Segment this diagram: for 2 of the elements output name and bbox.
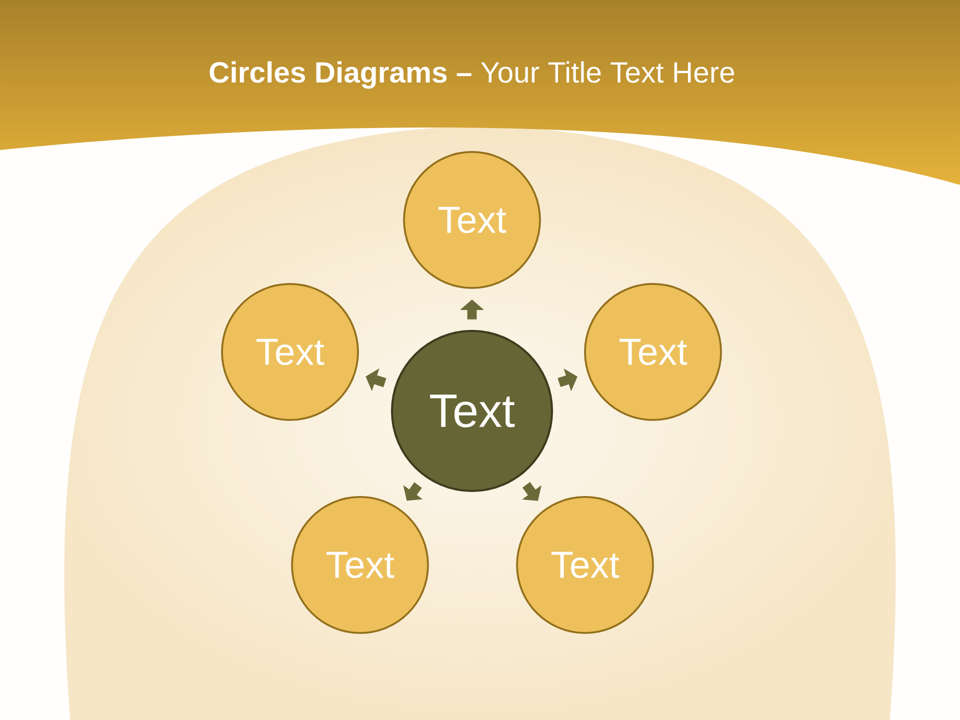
block-arrow <box>522 482 542 501</box>
title: Circles Diagrams – Your Title Text Here <box>210 61 734 89</box>
